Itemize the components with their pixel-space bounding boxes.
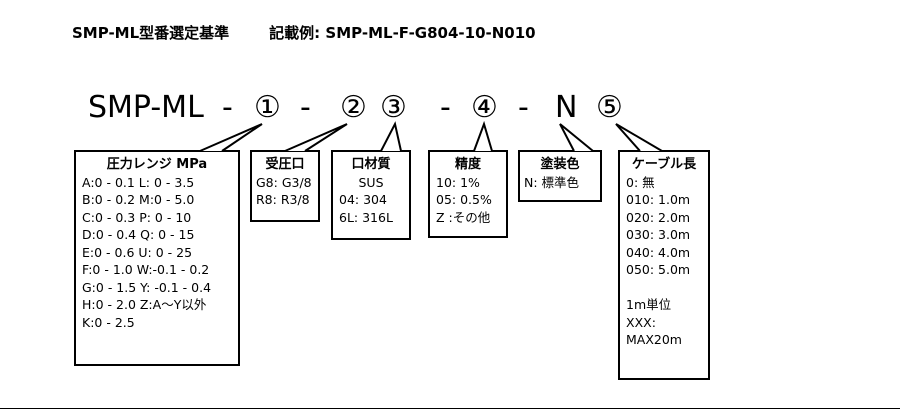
pointer-accuracy bbox=[473, 120, 493, 152]
cable-length-title: ケーブル長 bbox=[631, 157, 697, 172]
code-field-4: ④ bbox=[471, 90, 498, 125]
model-prefix: SMP-ML bbox=[88, 90, 204, 125]
pressure-range-line: D:0 - 0.4 Q: 0 - 15 bbox=[82, 227, 195, 242]
accuracy-box: 精度 10: 1% 05: 0.5% Z :その他 bbox=[428, 150, 508, 238]
pressure-range-line: A:0 - 0.1 L: 0 - 3.5 bbox=[82, 174, 195, 190]
page-header: SMP-ML型番選定基準 記載例: SMP-ML-F-G804-10-N010 bbox=[72, 22, 536, 43]
pointer-port bbox=[284, 123, 348, 152]
port-line: G8: G3/8 bbox=[256, 174, 312, 190]
paint-line: N: 標準色 bbox=[524, 174, 580, 190]
pressure-range-line: G:0 - 1.5 Y: -0.1 - 0.4 bbox=[82, 279, 212, 295]
material-line: 04: 304 bbox=[339, 192, 387, 207]
cable-length-line: MAX20m bbox=[626, 332, 682, 347]
cable-length-line: 0: 無 bbox=[626, 174, 655, 190]
code-dash-4: - bbox=[518, 90, 529, 125]
cable-length-line: 020: 2.0m bbox=[626, 209, 691, 225]
paint-title: 塗装色 bbox=[540, 157, 580, 172]
bottom-rule bbox=[0, 408, 900, 409]
cable-length-box: ケーブル長 0: 無 010: 1.0m 020: 2.0m 030: 3.0m… bbox=[618, 150, 710, 380]
pressure-range-line: E:0 - 0.6 U: 0 - 25 bbox=[82, 244, 193, 260]
cable-length-line: 050: 5.0m bbox=[626, 262, 691, 277]
cable-length-line: 030: 3.0m bbox=[626, 227, 691, 242]
cable-length-line: XXX: bbox=[626, 314, 656, 330]
port-line: R8: R3/8 bbox=[256, 192, 310, 207]
pointer-pressure-range bbox=[199, 123, 263, 152]
code-dash-2: - bbox=[300, 90, 311, 125]
accuracy-line: 05: 0.5% bbox=[436, 192, 492, 207]
pressure-range-line: F:0 - 1.0 W:-0.1 - 0.2 bbox=[82, 262, 210, 277]
pointer-material bbox=[380, 121, 402, 152]
code-dash-3: - bbox=[440, 90, 451, 125]
code-dash-1: - bbox=[222, 90, 233, 125]
pressure-range-line: H:0 - 2.0 Z:A〜Y以外 bbox=[82, 297, 207, 312]
code-field-n: N bbox=[555, 90, 578, 125]
header-example: 記載例: SMP-ML-F-G804-10-N010 bbox=[269, 24, 536, 42]
pointer-paint bbox=[559, 123, 594, 152]
code-field-5: ⑤ bbox=[596, 90, 623, 125]
pressure-range-line: C:0 - 0.3 P: 0 - 10 bbox=[82, 209, 192, 225]
material-line: SUS bbox=[358, 174, 384, 190]
code-field-3: ③ bbox=[380, 90, 407, 125]
accuracy-line: Z :その他 bbox=[436, 209, 491, 225]
pressure-range-title: 圧力レンジ MPa bbox=[106, 157, 208, 172]
paint-box: 塗装色 N: 標準色 bbox=[518, 150, 602, 202]
code-field-2: ② bbox=[340, 90, 367, 125]
material-box: 口材質 SUS 04: 304 6L: 316L bbox=[331, 150, 411, 240]
cable-length-line: 010: 1.0m bbox=[626, 192, 691, 207]
port-title: 受圧口 bbox=[265, 157, 305, 172]
pressure-range-line: B:0 - 0.2 M:0 - 5.0 bbox=[82, 192, 195, 207]
port-box: 受圧口 G8: G3/8 R8: R3/8 bbox=[250, 150, 320, 222]
material-line: 6L: 316L bbox=[339, 209, 393, 225]
cable-length-line: 040: 4.0m bbox=[626, 244, 691, 260]
accuracy-title: 精度 bbox=[454, 157, 481, 172]
pressure-range-box: 圧力レンジ MPa A:0 - 0.1 L: 0 - 3.5 B:0 - 0.2… bbox=[74, 150, 240, 366]
code-field-1: ① bbox=[254, 90, 281, 125]
accuracy-line: 10: 1% bbox=[436, 174, 480, 190]
header-title: SMP-ML型番選定基準 bbox=[72, 24, 230, 42]
pressure-range-line: K:0 - 2.5 bbox=[82, 314, 135, 330]
pointer-cable-length bbox=[615, 123, 663, 152]
material-title: 口材質 bbox=[351, 157, 391, 172]
cable-length-line: 1m単位 bbox=[626, 297, 672, 312]
